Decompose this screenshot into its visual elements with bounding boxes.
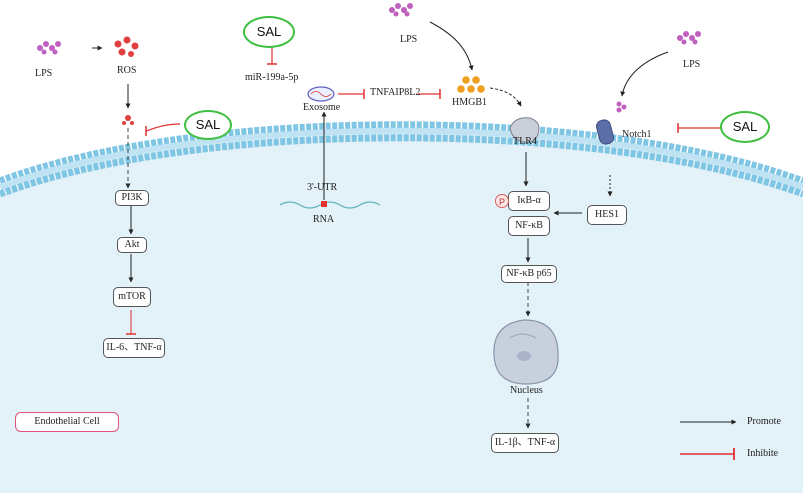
mir-label: miR-199a-5p	[245, 72, 299, 83]
sal-top: SAL	[243, 16, 295, 48]
nucleus-label: Nucleus	[510, 385, 543, 396]
legend-promote-label: Promote	[747, 416, 781, 427]
lps-right-icon	[677, 31, 701, 45]
arrow-lps-hmgb1	[429, 21, 474, 71]
il6-tnf-box: IL-6、TNF-α	[103, 338, 165, 358]
nucleus-icon	[493, 319, 559, 385]
cytoplasm	[0, 133, 803, 493]
sal-right: SAL	[720, 111, 770, 143]
tnfaip8l2-label: TNFAIP8L2	[370, 87, 421, 98]
hmgb1-label: HMGB1	[452, 97, 488, 108]
lps-left-label: LPS	[35, 68, 53, 79]
legend-inhibit-label: Inhibite	[747, 448, 779, 459]
hes1-box: HES1	[587, 205, 627, 225]
rna-strand	[279, 201, 381, 209]
phosphate-marker: P	[495, 194, 509, 208]
mtor-box: mTOR	[113, 287, 151, 307]
lps-left-icon	[37, 41, 61, 55]
cell-membrane	[0, 121, 803, 198]
exosome-label: Exosome	[303, 102, 341, 113]
il1b-tnf-box: IL-1β、TNF-α	[491, 433, 559, 453]
notch1-label: Notch1	[622, 129, 652, 140]
nfkb-box: NF-κB	[508, 216, 550, 236]
akt-box: Akt	[117, 237, 147, 253]
endothelial-cell-tag: Endothelial Cell	[15, 412, 119, 432]
lps-right-label: LPS	[683, 59, 701, 70]
exosome-icon	[307, 86, 335, 102]
tlr4-label: TLR4	[513, 136, 537, 147]
inhibit-sal-left	[145, 123, 181, 132]
ros-icon	[114, 36, 139, 57]
pi3k-box: PI3K	[115, 190, 149, 206]
ros-membrane-icon	[122, 115, 134, 125]
lps-top-icon	[389, 3, 413, 17]
lps-top-label: LPS	[400, 34, 418, 45]
notch1-receptor	[595, 119, 615, 145]
arrow-hmgb1-tlr4	[489, 87, 522, 107]
utr-label: 3'-UTR	[307, 182, 338, 193]
lps-notch-icon	[616, 101, 627, 113]
tlr4-receptor	[509, 117, 540, 143]
hmgb1-icon	[457, 76, 485, 93]
nfkb-p65-box: NF-κB p65	[501, 265, 557, 283]
ros-label: ROS	[117, 65, 137, 76]
rna-label: RNA	[313, 214, 335, 225]
sal-left: SAL	[184, 110, 232, 140]
ikb-alpha-box: IκB-α	[508, 191, 550, 211]
arrow-lps-notch	[620, 51, 669, 97]
utr-site	[321, 201, 327, 207]
